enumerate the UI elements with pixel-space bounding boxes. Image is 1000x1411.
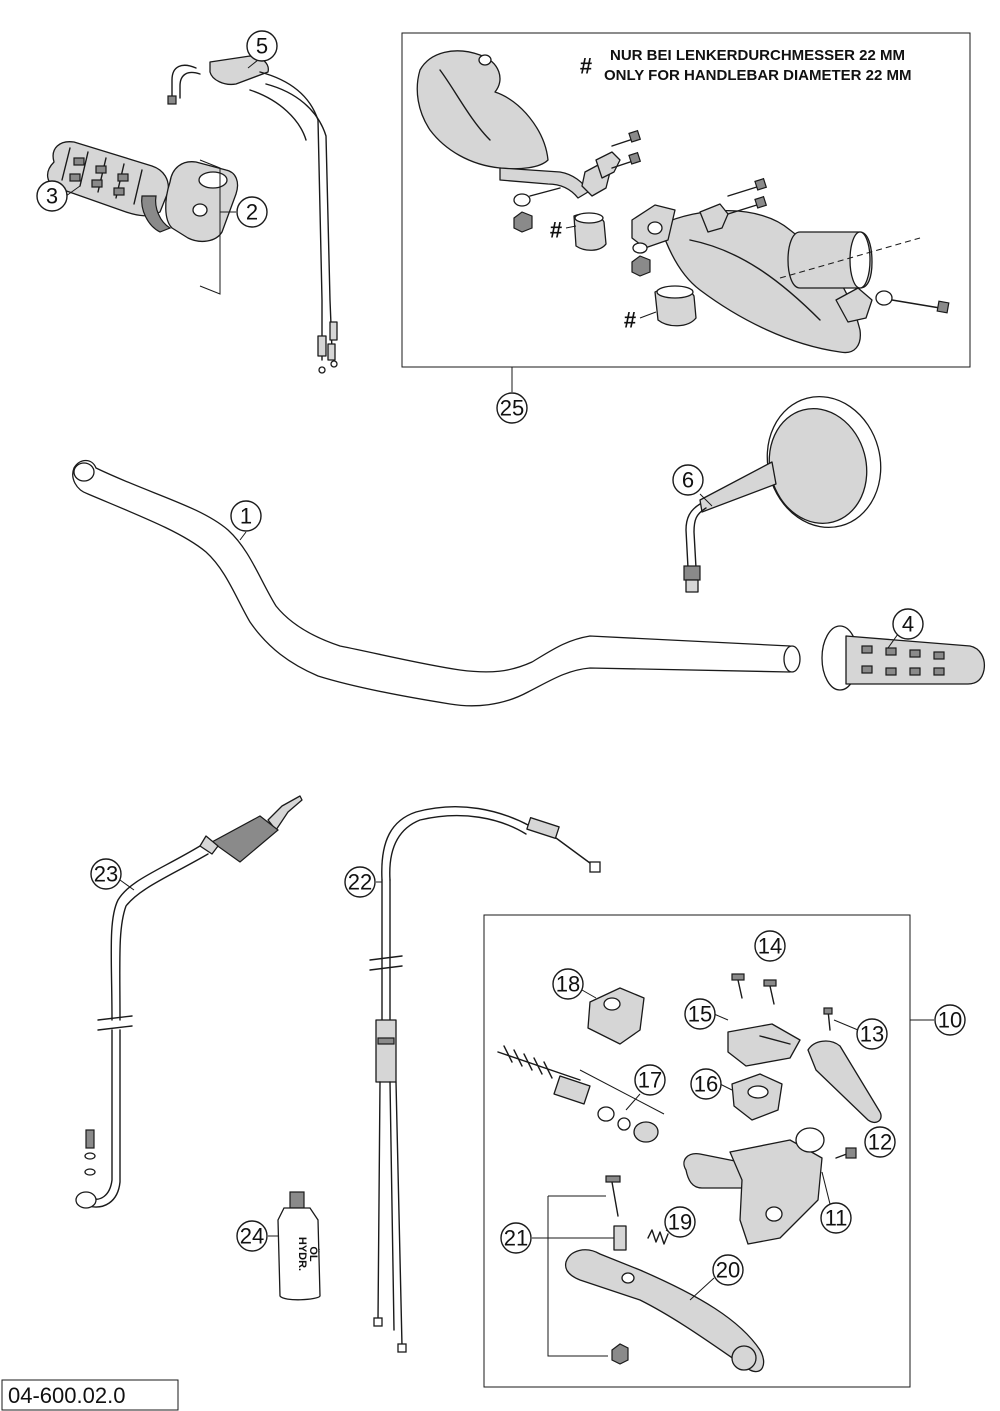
throttle-grip xyxy=(47,141,170,217)
rubber-spacer-upper xyxy=(573,212,607,251)
callout-5: 5 xyxy=(246,30,278,69)
rubber-spacer-lower xyxy=(654,285,697,327)
note-line-german: NUR BEI LENKERDURCHMESSER 22 MM xyxy=(610,47,905,64)
brake-lever xyxy=(564,1249,765,1373)
callout-24: 24 xyxy=(236,1220,278,1252)
svg-text:16: 16 xyxy=(694,1072,718,1097)
svg-text:11: 11 xyxy=(825,1206,848,1231)
callout-15: 15 xyxy=(684,998,729,1030)
reservoir-cover xyxy=(727,1023,801,1067)
handguard-bolts-upper xyxy=(513,129,642,233)
callout-18: 18 xyxy=(552,968,597,1000)
svg-text:12: 12 xyxy=(868,1130,892,1155)
left-grip xyxy=(821,625,986,691)
hydraulic-oil-bottle: HYDR. ÖL xyxy=(277,1191,321,1301)
svg-text:25: 25 xyxy=(500,396,524,421)
callout-22: 22 xyxy=(344,866,382,898)
callout-17: 17 xyxy=(625,1064,666,1111)
svg-text:3: 3 xyxy=(46,184,58,209)
svg-text:14: 14 xyxy=(758,934,782,959)
callout-11: 11 xyxy=(820,1171,852,1234)
callout-6: 6 xyxy=(672,464,713,507)
svg-text:5: 5 xyxy=(256,34,268,59)
callout-4: 4 xyxy=(887,608,924,649)
svg-text:18: 18 xyxy=(556,972,580,997)
svg-text:1: 1 xyxy=(240,504,252,529)
lever-with-adjuster xyxy=(807,1007,882,1124)
hydraulic-brake-hose xyxy=(75,795,303,1209)
drawing-number: 04-600.02.0 xyxy=(1,1379,179,1411)
piston-kit xyxy=(497,1045,665,1143)
handguard-note: # NUR BEI LENKERDURCHMESSER 22 MM ONLY F… xyxy=(580,47,912,84)
oil-bottle-label-1: HYDR. xyxy=(296,1237,308,1271)
grip-assembly-bracket xyxy=(199,159,221,295)
master-cylinder-body xyxy=(683,1127,857,1245)
drawing-number-text: 04-600.02.0 xyxy=(8,1383,125,1408)
svg-text:20: 20 xyxy=(716,1258,740,1283)
svg-text:6: 6 xyxy=(682,468,694,493)
svg-text:17: 17 xyxy=(638,1068,662,1093)
marker-spacer-lower: # xyxy=(624,308,636,333)
callout-12: 12 xyxy=(864,1126,896,1158)
mirror xyxy=(683,395,882,593)
svg-text:15: 15 xyxy=(688,1002,712,1027)
master-cylinder-kit-frame xyxy=(483,914,911,1388)
bar-end-sleeve xyxy=(779,231,921,289)
callout-13: 13 xyxy=(833,1018,888,1050)
callout-20: 20 xyxy=(689,1254,744,1301)
right-handguard xyxy=(631,203,950,354)
left-handguard xyxy=(416,50,621,199)
clamp-bracket xyxy=(587,987,645,1045)
callout-3: 3 xyxy=(36,180,81,212)
callout-16: 16 xyxy=(690,1068,733,1100)
note-line-english: ONLY FOR HANDLEBAR DIAMETER 22 MM xyxy=(604,67,912,84)
marker-spacer-upper: # xyxy=(550,218,562,243)
svg-text:24: 24 xyxy=(240,1224,264,1249)
svg-text:23: 23 xyxy=(94,862,118,887)
svg-text:13: 13 xyxy=(860,1022,884,1047)
svg-text:21: 21 xyxy=(504,1226,528,1251)
spring xyxy=(647,1229,669,1245)
callout-19: 19 xyxy=(664,1206,696,1238)
screws xyxy=(731,973,777,1005)
callout-2: 2 xyxy=(220,196,268,228)
callout-1: 1 xyxy=(230,500,262,541)
clutch-cable xyxy=(369,806,601,1353)
handguard-bolts-lower xyxy=(631,177,768,277)
svg-text:10: 10 xyxy=(938,1008,962,1033)
callout-23: 23 xyxy=(90,858,135,891)
note-symbol: # xyxy=(580,54,592,79)
callout-21: 21 xyxy=(500,1222,614,1254)
callout-10: 10 xyxy=(934,1004,966,1036)
diaphragm xyxy=(731,1073,783,1121)
oil-bottle-label-2: ÖL xyxy=(307,1246,320,1262)
svg-text:22: 22 xyxy=(348,870,372,895)
svg-text:2: 2 xyxy=(246,200,258,225)
handguard-kit-frame xyxy=(401,32,971,368)
handlebar xyxy=(72,459,801,707)
callout-14: 14 xyxy=(754,930,786,962)
svg-text:4: 4 xyxy=(902,612,914,637)
svg-text:19: 19 xyxy=(668,1210,692,1235)
callout-25: 25 xyxy=(496,392,528,424)
